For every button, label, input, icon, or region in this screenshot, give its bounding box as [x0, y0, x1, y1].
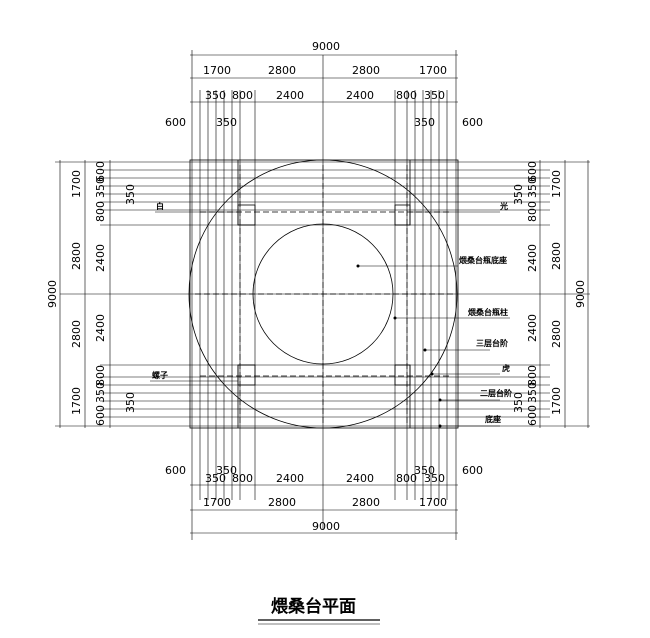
dim-right-350-top: 350: [526, 177, 539, 198]
dim-left-2800-top: 2800: [70, 242, 83, 270]
dim-left-350-bottom: 350: [94, 382, 107, 403]
dim-right-1700-bottom: 1700: [550, 387, 563, 415]
dim-right-350-inner-top: 350: [512, 184, 525, 205]
dim-bottom-overall: 9000: [312, 520, 340, 533]
bottom-dimension-lines: [190, 484, 458, 534]
dim-bottom-2400-left: 2400: [276, 472, 304, 485]
dim-left-600-bottom: 600: [94, 405, 107, 426]
label-step2: 二层台阶: [480, 388, 512, 398]
corner-notches: [237, 160, 411, 428]
dim-top-600-left: 600: [165, 116, 186, 129]
dim-left-350-inner-top: 350: [124, 184, 137, 205]
dim-top-1700-left: 1700: [203, 64, 231, 77]
dim-top-350-right: 350: [424, 89, 445, 102]
dim-right-350-inner-bottom: 350: [512, 392, 525, 413]
dim-bottom-1700-right: 1700: [419, 496, 447, 509]
dim-left-1700-bottom: 1700: [70, 387, 83, 415]
top-dimension-lines: [190, 54, 458, 103]
label-bai: 白: [156, 201, 164, 211]
dim-bottom-1700-left: 1700: [203, 496, 231, 509]
dim-bottom-350-right: 350: [424, 472, 445, 485]
dim-right-350-bottom: 350: [526, 382, 539, 403]
dim-left-800-top: 800: [94, 201, 107, 222]
label-guang: 光: [499, 201, 508, 211]
dim-right-2800-bottom: 2800: [550, 320, 563, 348]
dim-left-800-bottom: 800: [94, 365, 107, 386]
dim-left-1700-top: 1700: [70, 170, 83, 198]
dim-top-350-inner-left: 350: [216, 116, 237, 129]
dim-top-2400-left: 2400: [276, 89, 304, 102]
dim-bottom-800-right: 800: [396, 472, 417, 485]
dim-bottom-600-right: 600: [462, 464, 483, 477]
dim-top-2800-right: 2800: [352, 64, 380, 77]
dim-left-350-top: 350: [94, 177, 107, 198]
dim-right-600-top: 600: [526, 161, 539, 182]
dim-right-2800-top: 2800: [550, 242, 563, 270]
dim-right-overall: 9000: [574, 280, 587, 308]
dim-right-2400-top: 2400: [526, 244, 539, 272]
label-base-top: 煨桑台瓶底座: [459, 255, 507, 265]
horizontal-grid-lines: [55, 161, 590, 427]
label-pillar: 煨桑台瓶柱: [468, 307, 508, 317]
label-step3: 三层台阶: [476, 338, 508, 348]
dim-left-overall: 9000: [46, 280, 59, 308]
dim-bottom-800-left: 800: [232, 472, 253, 485]
dim-left-2400-bottom: 2400: [94, 314, 107, 342]
leader-dots: [356, 264, 442, 428]
dim-bottom-350-inner-left: 350: [216, 464, 237, 477]
dim-left-2800-bottom: 2800: [70, 320, 83, 348]
drawing-title: 煨桑台平面: [271, 596, 356, 617]
dim-right-1700-top: 1700: [550, 170, 563, 198]
dim-bottom-2800-right: 2800: [352, 496, 380, 509]
dim-right-800-bottom: 800: [526, 365, 539, 386]
dim-bottom-2800-left: 2800: [268, 496, 296, 509]
dim-top-2800-left: 2800: [268, 64, 296, 77]
dim-right-600-bottom: 600: [526, 405, 539, 426]
dim-right-800-top: 800: [526, 201, 539, 222]
dim-bottom-350-inner-right: 350: [414, 464, 435, 477]
dim-left-350-inner-bottom: 350: [124, 392, 137, 413]
dim-left-2400-top: 2400: [94, 244, 107, 272]
dim-top-350-left: 350: [205, 89, 226, 102]
dim-right-2400-bottom: 2400: [526, 314, 539, 342]
dim-top-1700-right: 1700: [419, 64, 447, 77]
dim-top-800-right: 800: [396, 89, 417, 102]
dim-top-2400-right: 2400: [346, 89, 374, 102]
outer-circle: [188, 159, 458, 429]
dim-top-600-right: 600: [462, 116, 483, 129]
dim-bottom-350-left: 350: [205, 472, 226, 485]
label-lotus: 虎: [502, 363, 510, 373]
dim-bottom-600-left: 600: [165, 464, 186, 477]
dim-top-350-inner-right: 350: [414, 116, 435, 129]
dim-bottom-2400-right: 2400: [346, 472, 374, 485]
dim-top-overall: 9000: [312, 40, 340, 53]
left-dimension-lines: [59, 160, 111, 428]
label-plinth: 底座: [484, 414, 501, 424]
dim-left-600-top: 600: [94, 161, 107, 182]
dim-top-800-left: 800: [232, 89, 253, 102]
right-dimension-lines: [539, 160, 589, 428]
leader-lines: [150, 211, 510, 427]
label-luosi: 螺子: [152, 370, 168, 380]
